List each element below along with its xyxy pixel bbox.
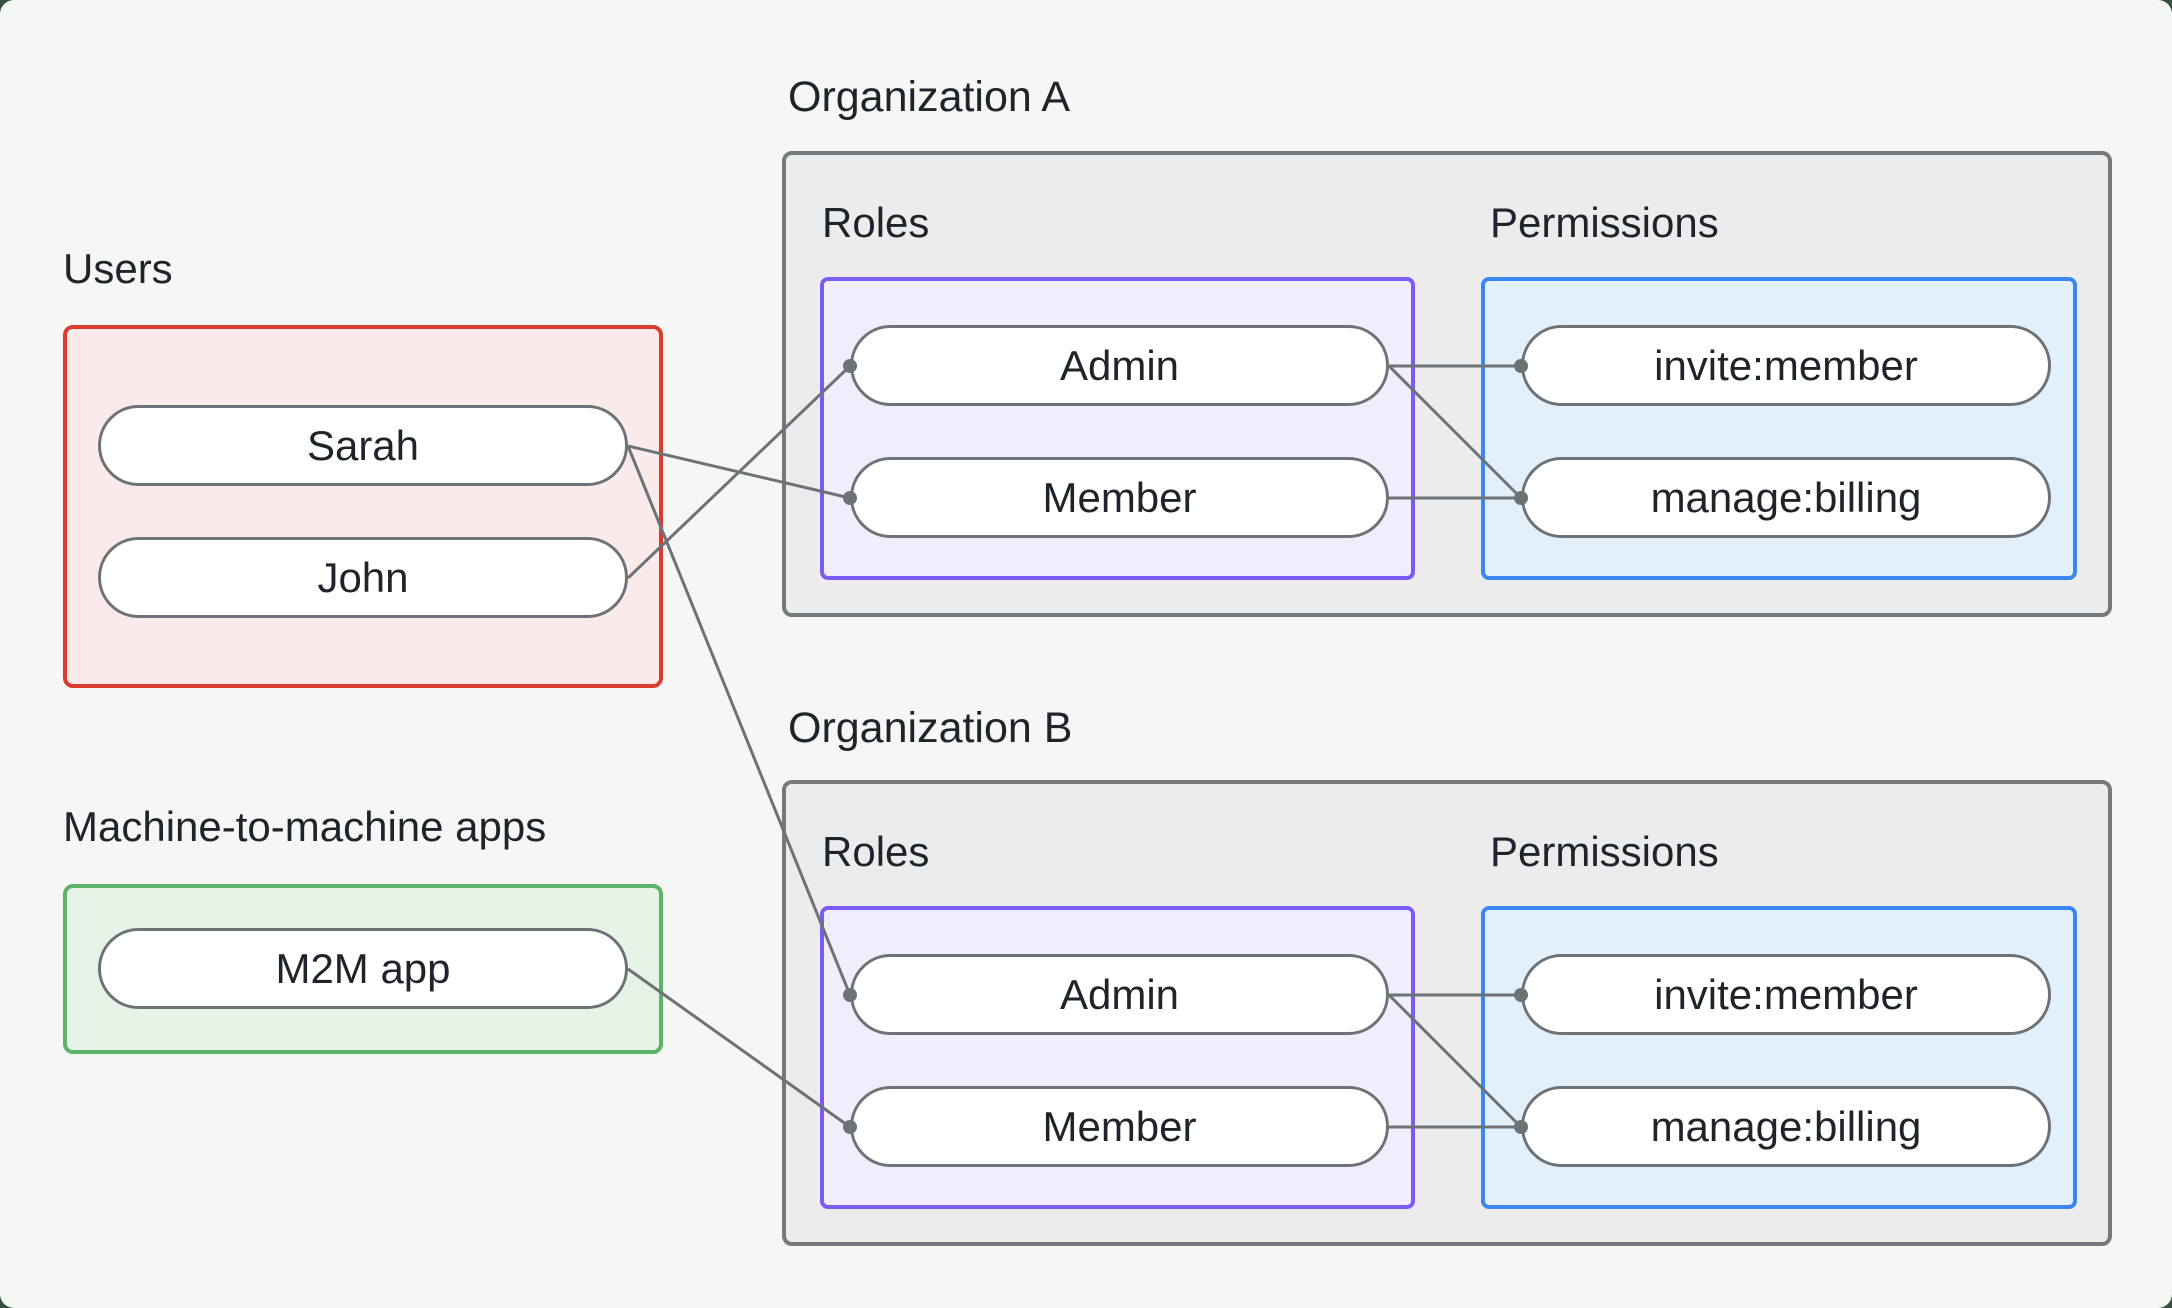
user-node-sarah: Sarah: [98, 405, 628, 486]
org-a-roles-label: Roles: [822, 199, 930, 246]
m2m-group-box: M2M app: [63, 884, 663, 1054]
m2m-group-label: Machine-to-machine apps: [63, 803, 547, 850]
org-b-permission-invite-member: invite:member: [1521, 954, 2051, 1035]
org-b-permissions-box: invite:member manage:billing: [1481, 906, 2077, 1209]
org-a-permissions-label: Permissions: [1490, 199, 1719, 246]
org-a-box: Roles Permissions Admin Member invite:me…: [782, 151, 2112, 617]
org-a-permissions-box: invite:member manage:billing: [1481, 277, 2077, 580]
org-b-role-admin: Admin: [850, 954, 1389, 1035]
org-b-box: Roles Permissions Admin Member invite:me…: [782, 780, 2112, 1246]
org-a-role-member: Member: [850, 457, 1389, 538]
users-group-box: Sarah John: [63, 325, 663, 688]
org-a-roles-box: Admin Member: [820, 277, 1415, 580]
org-a-permission-invite-member: invite:member: [1521, 325, 2051, 406]
org-a-title: Organization A: [788, 73, 1071, 121]
org-b-roles-label: Roles: [822, 828, 930, 875]
org-b-permissions-label: Permissions: [1490, 828, 1719, 875]
org-a-permission-manage-billing: manage:billing: [1521, 457, 2051, 538]
org-b-roles-box: Admin Member: [820, 906, 1415, 1209]
m2m-app-node: M2M app: [98, 928, 628, 1009]
users-group-label: Users: [63, 245, 173, 292]
user-node-john: John: [98, 537, 628, 618]
org-a-role-admin: Admin: [850, 325, 1389, 406]
org-b-role-member: Member: [850, 1086, 1389, 1167]
org-b-title: Organization B: [788, 704, 1073, 752]
org-b-permission-manage-billing: manage:billing: [1521, 1086, 2051, 1167]
